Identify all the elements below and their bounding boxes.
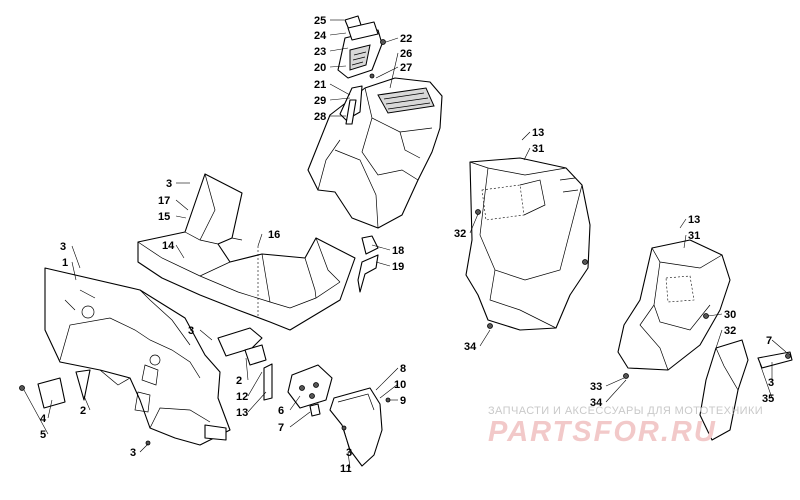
callout-13-right: 13 [532,127,544,139]
shift-boot-trim [337,15,383,79]
callout-30: 30 [724,309,736,321]
callout-3-flap: 3 [346,447,352,459]
callout-2-left: 2 [80,405,86,417]
callout-27: 27 [400,62,412,74]
floor-pan [137,173,356,331]
callout-11: 11 [340,463,352,475]
console-decal [377,87,435,114]
callout-31-far: 31 [688,230,700,242]
callout-2-center: 2 [236,375,242,387]
shift-bracket [339,85,363,125]
right-side-panel [465,157,591,331]
callout-3-far: 3 [768,377,774,389]
callout-1: 1 [62,257,68,269]
callout-34-far: 34 [590,397,603,409]
callout-23: 23 [314,46,326,58]
callout-14: 14 [162,240,175,252]
front-panel [44,267,231,446]
callout-7-far: 7 [766,335,772,347]
callout-3-bottom: 3 [130,447,136,459]
console-fasteners [369,39,386,79]
callout-33: 33 [590,381,602,393]
callout-7-center: 7 [278,422,284,434]
watermark-tagline: ЗАПЧАСТИ И АКСЕССУАРЫ ДЛЯ МОТОТЕХНИКИ [488,405,764,417]
mud-flap [329,387,391,467]
callout-3-top: 3 [166,178,172,190]
callout-25: 25 [314,15,326,27]
callout-15: 15 [158,211,170,223]
callout-10: 10 [394,379,406,391]
callout-28: 28 [314,111,326,123]
bracket-plate [287,364,333,417]
callout-13-far: 13 [688,214,700,226]
callout-3-bracket: 3 [188,325,194,337]
callout-9: 9 [400,395,406,407]
callout-13-center: 13 [236,407,248,419]
center-bracket [217,327,273,401]
callout-4: 4 [40,413,47,425]
callout-12: 12 [236,391,248,403]
callout-21: 21 [314,79,326,91]
callout-labels: 25 24 23 20 21 29 28 22 26 27 18 19 3 17… [40,15,774,475]
callout-19: 19 [392,261,404,273]
callout-17: 17 [158,195,170,207]
callout-24: 24 [314,30,327,42]
callout-32-right: 32 [454,228,466,240]
callout-3-left: 3 [60,241,66,253]
callout-31-right: 31 [532,143,544,155]
callout-6: 6 [278,405,284,417]
callout-22: 22 [400,33,412,45]
vertical-trim-piece [699,339,793,441]
front-panel-small-parts [19,369,151,446]
callout-34-right: 34 [464,341,477,353]
leader-lines [23,19,787,469]
callout-26: 26 [400,48,412,60]
callout-8: 8 [400,363,406,375]
callout-29: 29 [314,95,326,107]
console-side-bracket [357,235,379,293]
far-right-side-panel [617,239,731,379]
callout-16: 16 [268,229,280,241]
callout-35: 35 [762,393,774,405]
callout-20: 20 [314,62,326,74]
watermark-logo: PARTSFOR.RU [488,416,717,448]
callout-32-far: 32 [724,325,736,337]
callout-5: 5 [40,429,46,441]
callout-18: 18 [392,245,404,257]
